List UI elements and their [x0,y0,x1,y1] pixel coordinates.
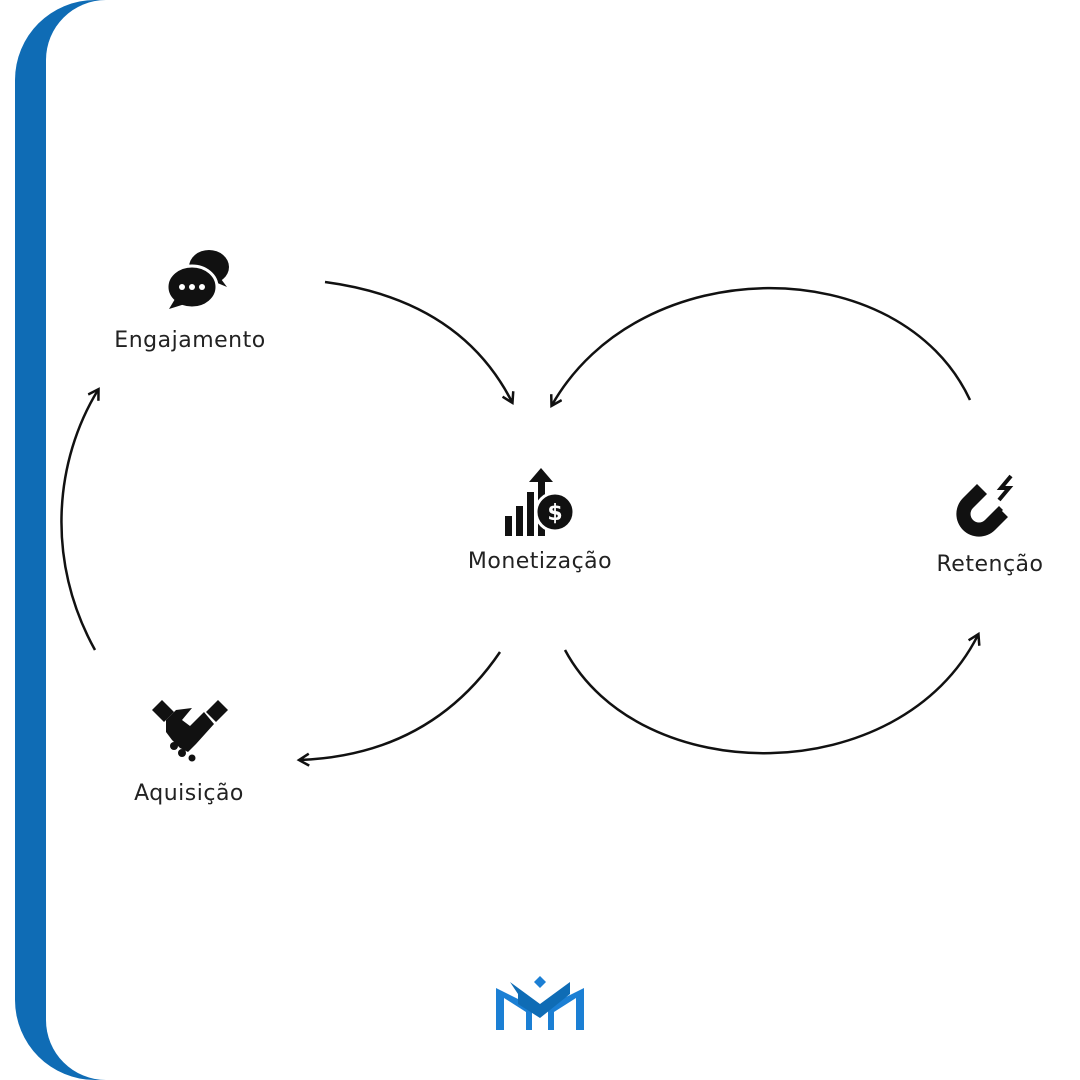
node-engagement-label: Engajamento [114,328,266,353]
handshake-icon [152,700,228,762]
chat-bubbles-icon [165,250,229,310]
arrow-engagement-to-monetization [324,280,512,402]
svg-text:$: $ [547,501,562,526]
brand-logo [496,976,584,1030]
magnet-icon [956,474,1015,537]
node-acquisition-label: Aquisição [134,781,244,806]
growth-dollar-icon: $ [505,468,575,536]
arrow-retention-to-monetization [552,286,972,405]
arrow-monetization-to-acquisition [300,651,502,760]
node-retention-label: Retenção [936,552,1044,577]
arrow-acquisition-to-engagement [60,390,98,651]
content-panel [46,0,1080,1080]
node-monetization-label: Monetização [467,549,613,574]
arrow-monetization-to-retention [563,635,978,755]
